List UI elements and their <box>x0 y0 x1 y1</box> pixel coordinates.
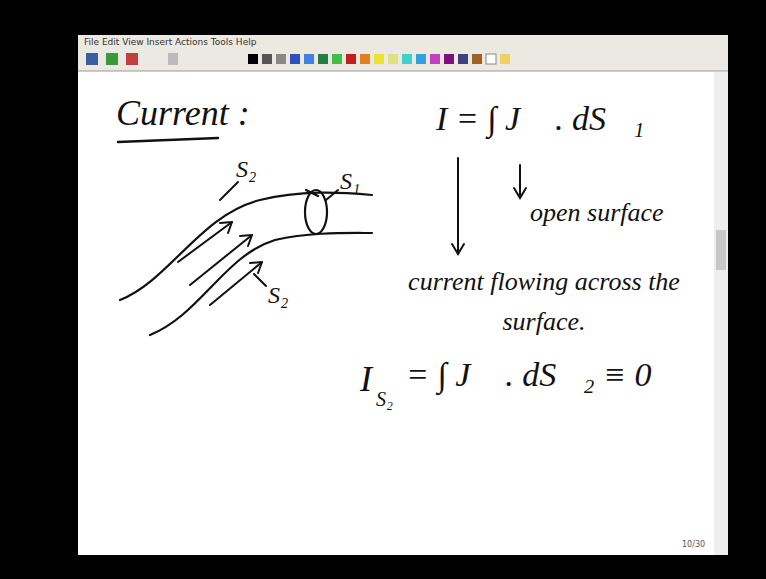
current-arrows <box>178 222 262 305</box>
equation-subscript: S₂ <box>376 388 393 411</box>
surface-label: S₂ <box>236 156 256 183</box>
annotation: current flowing across the surface. <box>404 262 684 342</box>
flux-equation: = ∫ J⃗ . dS⃗₂ ≡ 0 <box>406 356 652 394</box>
title-underline <box>118 138 218 142</box>
surface-label: S₁ <box>340 168 360 195</box>
equation-symbol: I <box>360 358 372 400</box>
annotation: open surface <box>530 198 664 228</box>
menu-bar: File Edit View Insert Actions Tools Help <box>84 37 256 47</box>
current-equation: I = ∫ J⃗ . dS⃗₁ <box>436 100 644 138</box>
slide-title: Current : <box>116 92 250 134</box>
scrollbar <box>714 72 728 555</box>
surface-label: S₂ <box>268 282 288 309</box>
page <box>78 35 728 555</box>
page-number: 10/30 <box>682 540 705 549</box>
leader-lines <box>220 158 526 286</box>
toolbar <box>78 35 728 71</box>
current-tube <box>120 190 372 335</box>
toolbar-icons <box>86 53 510 65</box>
